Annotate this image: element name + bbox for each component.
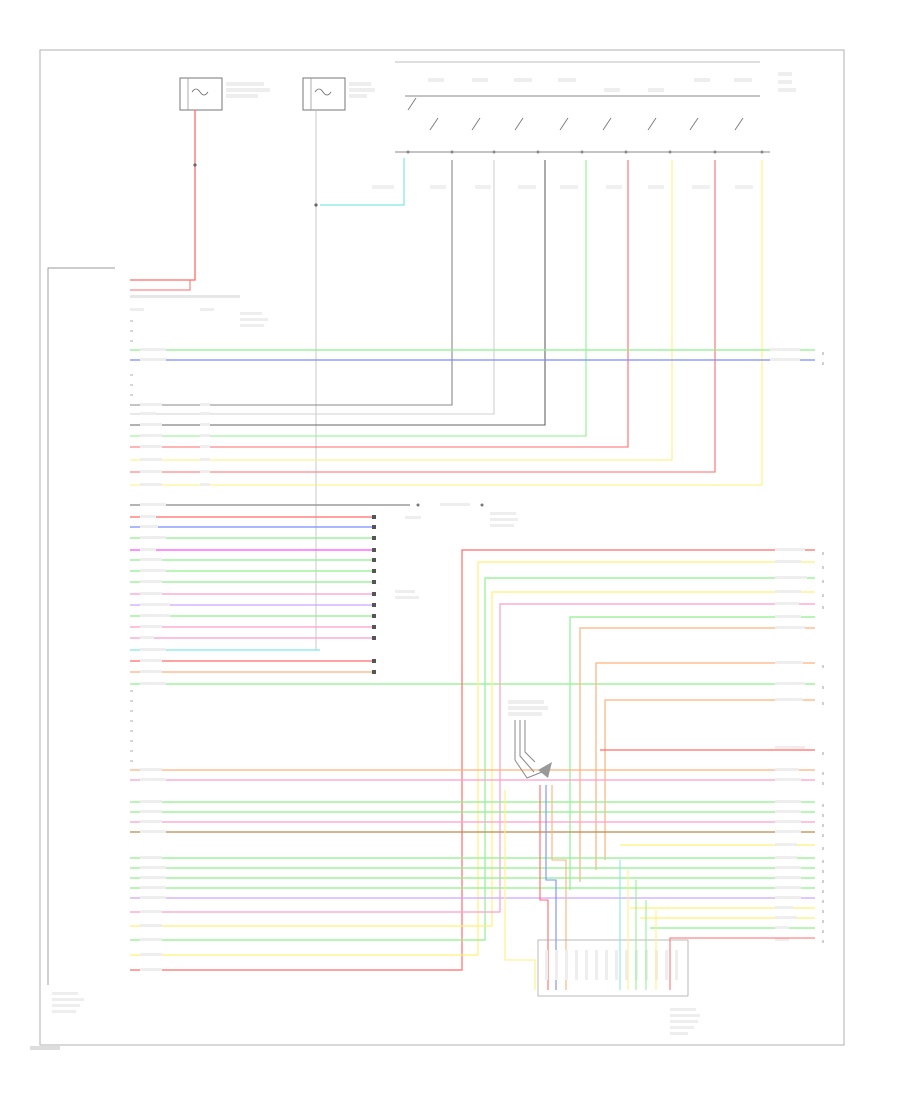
splice-pack [508, 700, 552, 779]
pin-column [130, 320, 133, 762]
wire-cyan-top [320, 158, 405, 206]
connector-block [130, 504, 410, 673]
splice-wires [504, 785, 567, 990]
data-link-connector [537, 860, 815, 1035]
wire-red-feed [130, 110, 196, 281]
long-rows [130, 349, 815, 685]
switch-array [372, 61, 796, 189]
fuse-block-1 [179, 77, 270, 111]
fuse-block-2 [302, 77, 375, 111]
right-harness [130, 549, 815, 971]
wire-red-feed-2 [130, 280, 191, 291]
switch-wires [130, 160, 763, 486]
connector-pins [372, 515, 376, 674]
main-module [30, 267, 115, 1050]
diagram-border [39, 49, 845, 1046]
lower-rows [130, 749, 815, 929]
